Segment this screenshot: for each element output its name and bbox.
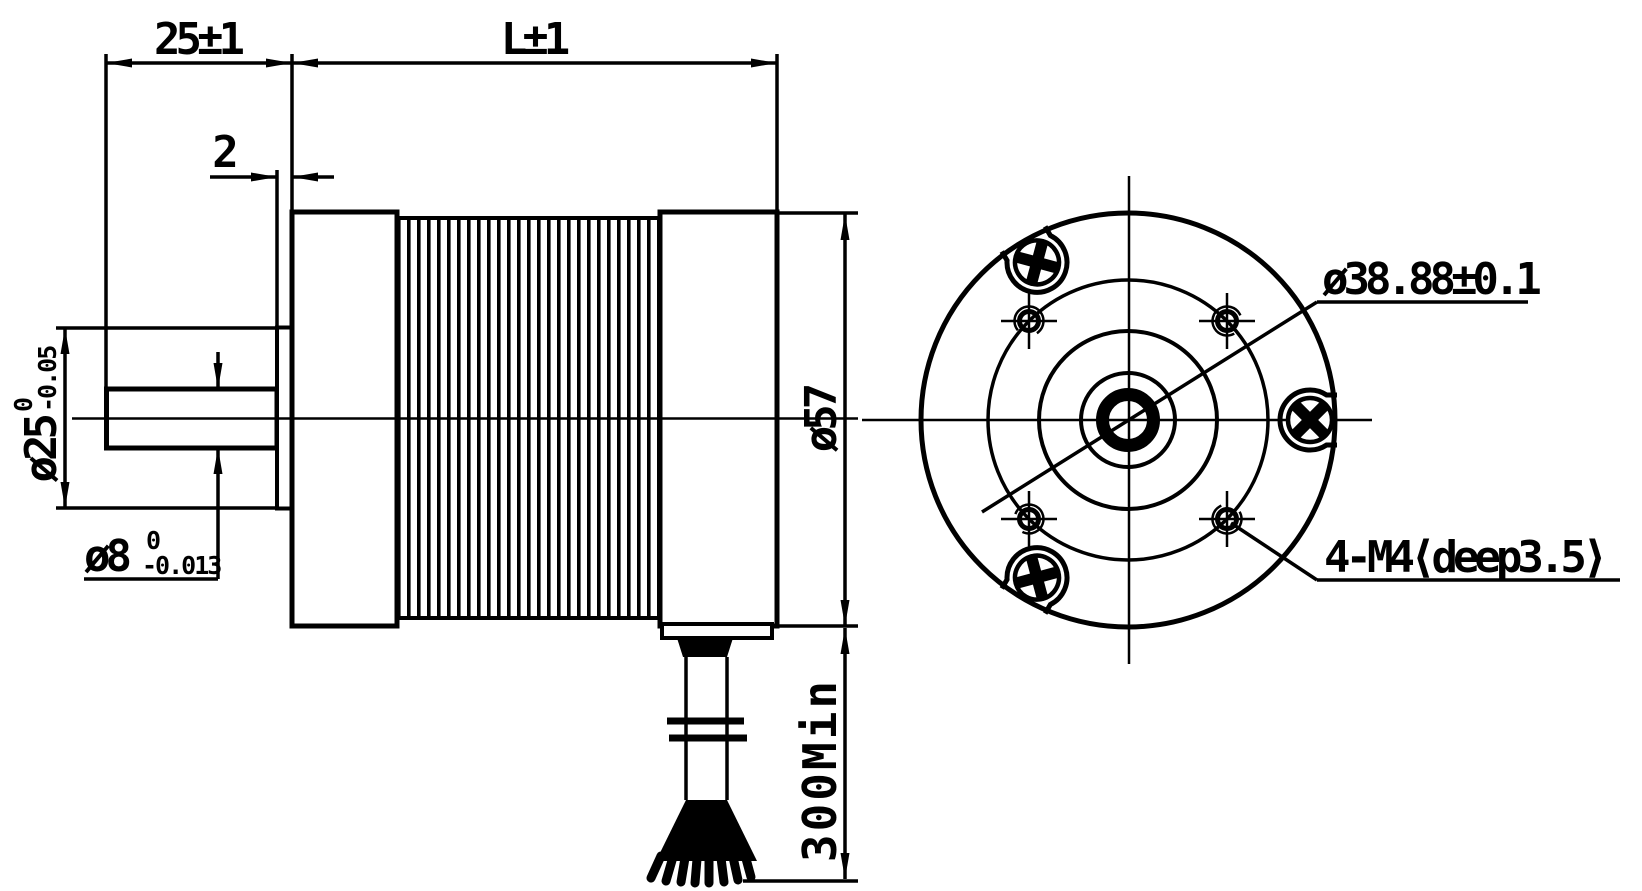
dim-shaft-diameter: ø8 0 -0.013 [84, 352, 223, 582]
dim-cable-length: 300Min [793, 628, 850, 879]
m4-holes [1001, 293, 1255, 547]
dim-shaft-diameter-tol-lower: -0.013 [142, 551, 221, 580]
dim-body-diameter-label: ø57 [796, 385, 847, 452]
cable-cover-plate [660, 622, 774, 640]
dim-body-length-label: L±1 [501, 14, 569, 65]
wire-fan [656, 800, 757, 861]
dim-pilot-diameter-tol-lower: -0.05 [33, 346, 62, 412]
m4-hole-bottom-left [1001, 491, 1057, 547]
side-view: 25±1 L±1 2 ø25 0 -0.05 [9, 14, 858, 888]
extension-lines [56, 54, 858, 883]
shaft-end-circle [1096, 388, 1160, 452]
dim-shaft-length-and-body-length: 25±1 L±1 [106, 14, 777, 68]
m4-hole-bottom-right [1199, 491, 1255, 547]
dim-pilot-diameter-value: ø25 [16, 416, 67, 483]
cable-assembly [646, 622, 774, 888]
m4-hole-top-right [1199, 293, 1255, 349]
dim-body-diameter: ø57 [796, 214, 850, 626]
screw-top-left [999, 225, 1070, 295]
dim-pilot-diameter: ø25 0 -0.05 [9, 328, 70, 508]
bolt-circle [986, 278, 1270, 562]
cable-gland [677, 638, 733, 657]
screw-right [1277, 387, 1337, 453]
dim-pilot-diameter-tol-upper: 0 [9, 398, 38, 412]
leader-bolt-circle: ø38.88±0.1 [981, 254, 1545, 514]
front-view: ø38.88±0.1 4-M4⟨deep3.5⟩ [862, 176, 1620, 664]
dim-shaft-diameter-tol-upper: 0 [146, 526, 160, 555]
dim-bolt-circle-label: ø38.88±0.1 [1322, 254, 1540, 305]
dim-shaft-length-label: 25±1 [154, 14, 243, 65]
dim-shaft-diameter-value: ø8 [84, 531, 129, 582]
leader-mounting-holes: 4-M4⟨deep3.5⟩ [1230, 521, 1620, 583]
dim-pilot-depth-label: 2 [212, 127, 235, 178]
wire-strands [646, 850, 756, 888]
dim-cable-length-label: 300Min [793, 678, 847, 862]
pilot-boss-circle [1037, 329, 1219, 511]
dim-mounting-holes-label: 4-M4⟨deep3.5⟩ [1324, 532, 1603, 583]
assembly-screws [999, 225, 1337, 615]
m4-hole-top-left [1001, 293, 1057, 349]
screw-bottom-left [999, 545, 1070, 615]
outer-body-circle [918, 210, 1338, 630]
dim-pilot-depth: 2 [210, 127, 334, 182]
bearing-boss-circle [1079, 371, 1177, 469]
